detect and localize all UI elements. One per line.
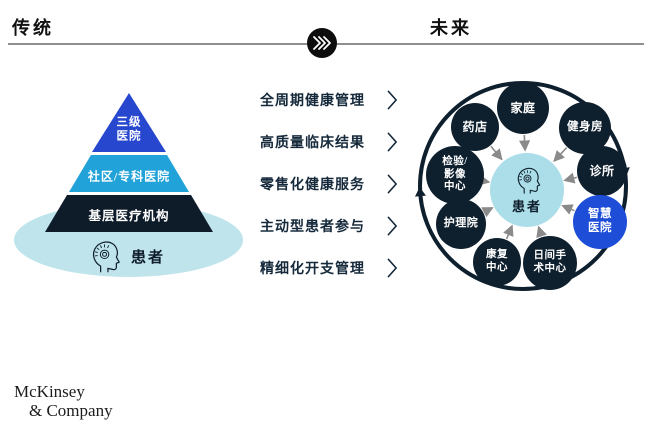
pyramid-label-primary: 基层医疗机构 <box>88 209 170 224</box>
transition-item-retail: 零售化健康服务 <box>260 173 398 195</box>
transition-item-label: 高质量临床结果 <box>260 136 365 151</box>
patient-head-icon <box>517 167 541 194</box>
chevron-right-icon <box>387 258 397 278</box>
satellite-gym: 健身房 <box>559 102 611 154</box>
future-patient-label: 患者 <box>511 199 542 214</box>
satellite-label: 检验/ 影像 中心 <box>442 156 468 193</box>
satellite-label: 诊所 <box>589 163 615 178</box>
satellite-label: 日间手 术中心 <box>533 250 567 274</box>
satellite-home: 家庭 <box>497 82 549 134</box>
chevron-right-icon <box>387 174 397 194</box>
chevrons-right-icon <box>313 36 331 50</box>
chevron-right-icon <box>387 216 397 236</box>
transition-item-label: 零售化健康服务 <box>260 178 365 193</box>
patient-label: 患者 <box>131 249 166 266</box>
satellite-label: 健身房 <box>567 121 603 134</box>
pyramid <box>45 93 213 232</box>
satellite-pharmacy: 药店 <box>451 103 499 151</box>
future-ecosystem-diagram: 家庭 健身房 诊所 智慧 医院 日间手 术中心 康复 中心 护理院 检验/ 影像… <box>411 74 635 298</box>
chevron-right-icon <box>387 90 397 110</box>
future-patient-center: 患者 <box>490 153 564 227</box>
satellite-arrows <box>478 134 577 240</box>
logo-line1: McKinsey <box>14 382 85 401</box>
satellite-label: 智慧 医院 <box>588 208 612 234</box>
satellite-smart-hospital: 智慧 医院 <box>573 195 627 249</box>
mckinsey-logo: McKinsey & Company <box>14 383 113 419</box>
transition-item-quality: 高质量临床结果 <box>260 131 398 153</box>
pyramid-level-primary <box>45 195 213 232</box>
transition-item-engagement: 主动型患者参与 <box>260 215 398 237</box>
satellite-label: 药店 <box>462 119 488 134</box>
satellite-label: 康复 中心 <box>486 249 508 273</box>
satellite-lab-imaging-center: 检验/ 影像 中心 <box>426 146 484 204</box>
cycle-arrowhead-left <box>415 187 426 197</box>
transition-item-lifecycle: 全周期健康管理 <box>260 89 398 111</box>
transition-badge <box>307 28 337 58</box>
pyramid-level-community <box>69 155 189 192</box>
traditional-title: 传统 <box>12 18 54 38</box>
satellite-clinic: 诊所 <box>577 146 627 196</box>
transition-item-label: 全周期健康管理 <box>260 94 365 109</box>
pyramid-label-tertiary: 三级 医院 <box>116 116 142 143</box>
transition-item-label: 精细化开支管理 <box>260 262 365 277</box>
traditional-patient: 患者 <box>86 238 165 274</box>
satellite-label: 家庭 <box>510 100 536 115</box>
pyramid-level-tertiary <box>92 93 166 152</box>
satellite-rehab-center: 康复 中心 <box>473 238 521 286</box>
pyramid-label-community: 社区/专科医院 <box>87 169 171 184</box>
transition-item-label: 主动型患者参与 <box>260 220 365 235</box>
satellite-day-surgery-center: 日间手 术中心 <box>523 236 577 290</box>
satellite-label: 护理院 <box>443 217 479 230</box>
satellite-nursing-home: 护理院 <box>436 199 486 249</box>
future-title: 未来 <box>430 18 472 38</box>
patient-head-icon <box>92 241 120 273</box>
chevron-right-icon <box>387 132 397 152</box>
logo-line2: & Company <box>29 401 113 420</box>
transition-item-spending: 精细化开支管理 <box>260 257 398 279</box>
